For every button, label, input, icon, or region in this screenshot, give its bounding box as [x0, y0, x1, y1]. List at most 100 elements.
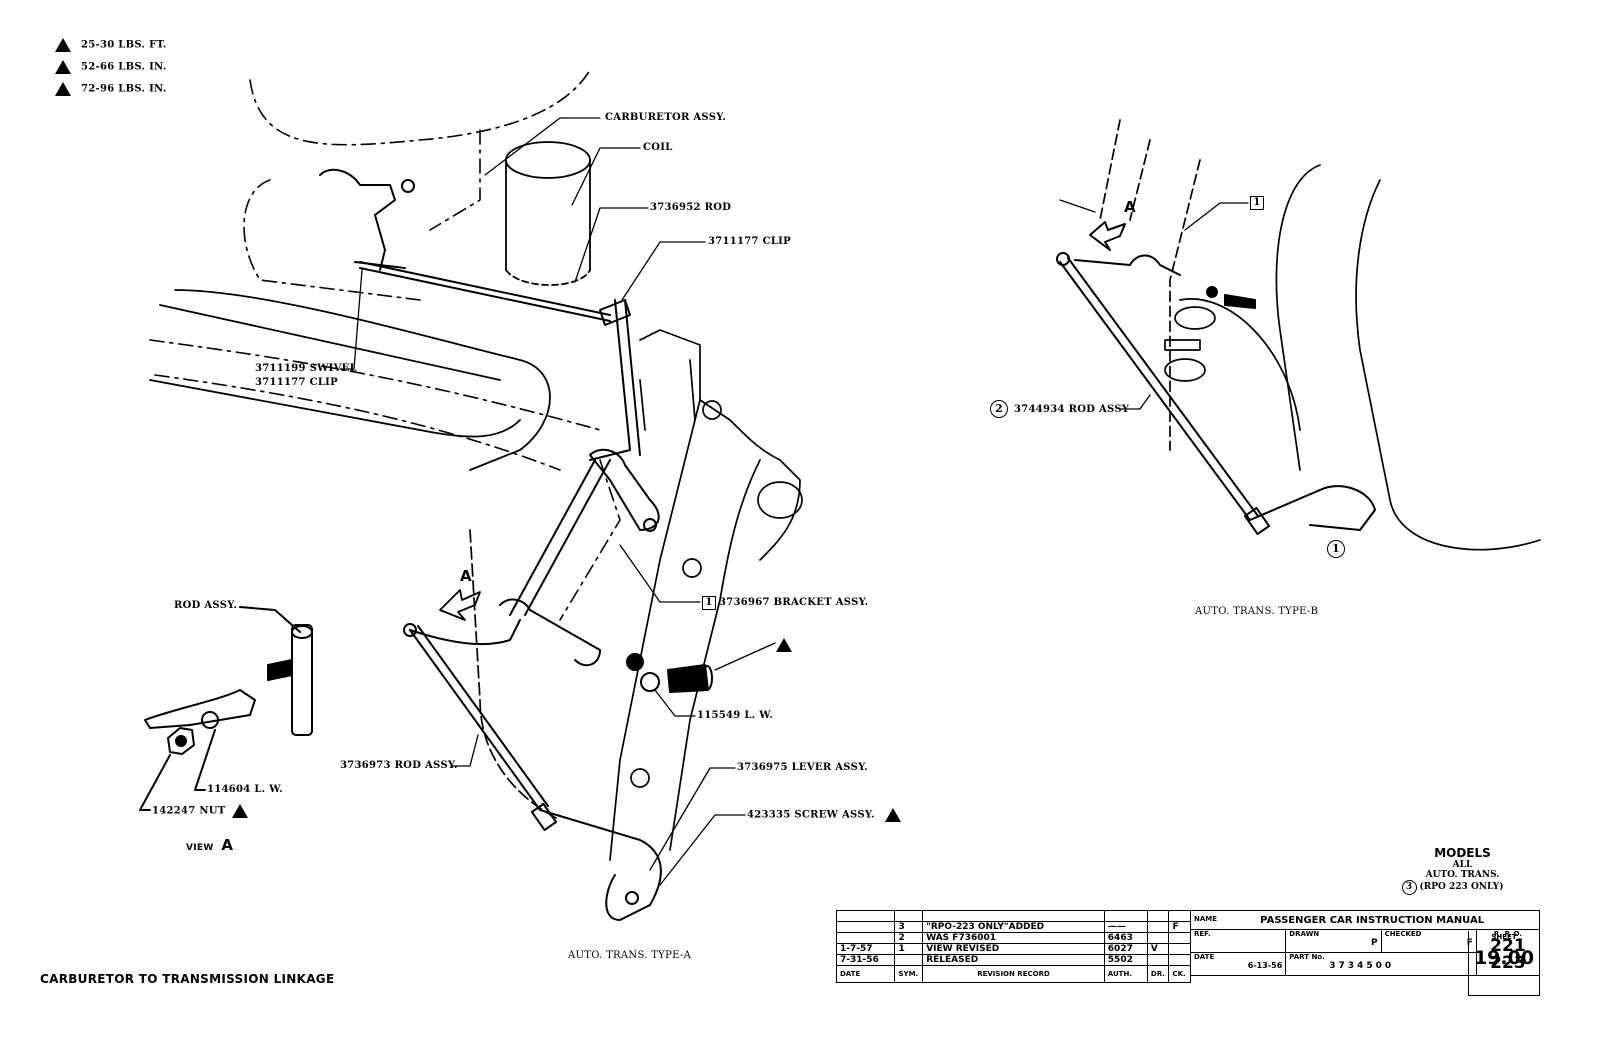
lower-rod [403, 623, 558, 832]
header-revision-record: REVISION RECORD [922, 965, 1105, 983]
torque-spec-text: 52-66 LBS. IN. [81, 61, 167, 73]
header-date: DATE [835, 965, 896, 983]
callout-coil: COIL [643, 142, 673, 153]
type-b-rod-text: 3744934 ROD ASSY [1014, 404, 1130, 415]
type-b-rod-callout: 2 3744934 ROD ASSY [990, 400, 1129, 418]
drawn-cell: DRAWN P [1285, 929, 1382, 953]
reference-box: 1 [702, 596, 716, 610]
ref-label: REF. [1194, 930, 1211, 938]
torque-spec-text: 72-96 LBS. IN. [81, 83, 167, 95]
reference-circle: 2 [990, 400, 1008, 418]
callout-bracket-text: 3736967 BRACKET ASSY. [719, 597, 869, 608]
manual-name: PASSENGER CAR INSTRUCTION MANUAL [1260, 914, 1485, 926]
sheet-title: CARBURETOR TO TRANSMISSION LINKAGE [40, 972, 335, 986]
name-label: NAME [1194, 914, 1218, 923]
bracket [409, 448, 660, 667]
torque-triangle-icon [55, 60, 71, 74]
torque-triangle-icon [231, 804, 248, 818]
table-header-row: DATE SYM. REVISION RECORD AUTH. DR. CK. [835, 965, 1191, 983]
callout-rod: 3736952 ROD [650, 202, 732, 213]
view-a-arrow [439, 589, 481, 621]
callout-swivel-clip: 3711177 CLIP [255, 377, 338, 388]
header-sym: SYM. [894, 965, 924, 983]
coil [505, 141, 591, 286]
models-line2: AUTO. TRANS. [1425, 870, 1500, 880]
torque-legend-item: 25-30 LBS. FT. [55, 38, 167, 52]
view-a-marker: A [460, 567, 472, 585]
rpo-label: R. P. O. [1493, 930, 1522, 938]
date-value: 6-13-56 [1247, 961, 1283, 970]
caption-type-b: AUTO. TRANS. TYPE-B [1195, 606, 1319, 617]
rev-sym: 1 [894, 943, 924, 955]
header-ck: CK. [1168, 965, 1191, 983]
models-heading: MODELS [1434, 846, 1491, 860]
rpo-223: 223 [1490, 953, 1526, 973]
screw-assy [626, 653, 713, 693]
reference-circle: 3 [1401, 880, 1417, 895]
part-number: 3734500 [1329, 961, 1395, 971]
view-a-nut-label: 142247 NUT [152, 804, 258, 818]
rev-text: "RPO-223 ONLY"ADDED [922, 921, 1105, 933]
rev-date [835, 921, 896, 933]
table-row: 7-31-56 RELEASED 5502 [835, 954, 1191, 966]
callout-swivel: 3711199 SWIVEL [255, 363, 357, 374]
torque-triangle-icon [884, 808, 901, 822]
caption-type-a: AUTO. TRANS. TYPE-A [568, 950, 692, 961]
callout-screw-text: 423335 SCREW ASSY. [747, 809, 875, 821]
torque-legend-item: 52-66 LBS. IN. [55, 60, 167, 74]
view-a-rod-label: ROD ASSY. [174, 600, 238, 611]
date-label: DATE [1194, 953, 1215, 961]
callout-carburetor: CARBURETOR ASSY. [605, 112, 727, 123]
title-block-row: REF. DRAWN P CHECKED F R. P. O. 221 223 [1189, 929, 1541, 976]
type-b-lever-callout: 1 [1327, 540, 1351, 558]
type-b-hardware [1089, 221, 1256, 309]
type-b-rod [1056, 252, 1376, 536]
type-b-reference-box: 1 [1250, 196, 1267, 210]
models-line3: (RPO 223 ONLY) [1419, 882, 1504, 892]
sheet-number: 19.00 [1473, 947, 1535, 969]
torque-spec-text: 25-30 LBS. FT. [81, 39, 167, 51]
torque-legend-item: 72-96 LBS. IN. [55, 82, 167, 96]
rev-text: WAS F736001 [922, 932, 1105, 944]
view-a-detail [139, 606, 313, 811]
rev-text: RELEASED [922, 954, 1105, 966]
rev-dr [1146, 954, 1170, 966]
checked-cell: CHECKED F [1380, 929, 1477, 953]
type-b-leaders [1059, 199, 1249, 410]
engine-outline [149, 69, 621, 621]
models-block: MODELS ALL AUTO. TRANS. 3(RPO 223 ONLY) [1400, 846, 1525, 895]
table-row [835, 910, 1191, 922]
header-dr: DR. [1146, 965, 1170, 983]
drawn-value: P [1370, 938, 1378, 948]
rev-auth: 5502 [1103, 954, 1148, 966]
title-block-row: DATE 6-13-56 PART No.3734500 [1189, 952, 1540, 976]
table-row: 1-7-57 1 VIEW REVISED 6027 V [835, 943, 1191, 955]
carb-lever [319, 168, 415, 271]
rev-dr [1146, 921, 1170, 933]
drawn-label: DRAWN [1289, 930, 1320, 938]
sheet-label: SHEET [1491, 933, 1517, 941]
type-b-view-marker: A [1124, 198, 1136, 216]
view-a-nut-text: 142247 NUT [152, 805, 226, 817]
callout-screw: 423335 SCREW ASSY. [747, 808, 911, 822]
checked-label: CHECKED [1384, 930, 1422, 938]
ref-cell: REF. [1189, 929, 1287, 953]
reference-circle: 1 [1327, 540, 1345, 558]
rpo-221: 221 [1490, 936, 1526, 956]
revision-record-table: 3 "RPO-223 ONLY"ADDED —— F 2 WAS F736001… [835, 910, 1191, 983]
torque-triangle-icon [55, 38, 71, 52]
rpo-cell: R. P. O. 221 223 [1475, 929, 1541, 976]
models-line3-row: 3(RPO 223 ONLY) [1380, 880, 1525, 895]
table-row: 3 "RPO-223 ONLY"ADDED —— F [835, 921, 1191, 933]
part-cell: PART No.3734500 [1285, 952, 1477, 976]
checked-value: F [1466, 938, 1473, 948]
rev-sym: 2 [894, 932, 924, 944]
leader-lines [339, 117, 776, 886]
rev-date: 1-7-57 [835, 943, 896, 955]
view-a-lw-label: 114604 L. W. [207, 784, 283, 795]
lever [539, 809, 662, 921]
view-a-caption-prefix: VIEW [186, 843, 214, 853]
callout-lever: 3736975 LEVER ASSY. [737, 762, 869, 773]
